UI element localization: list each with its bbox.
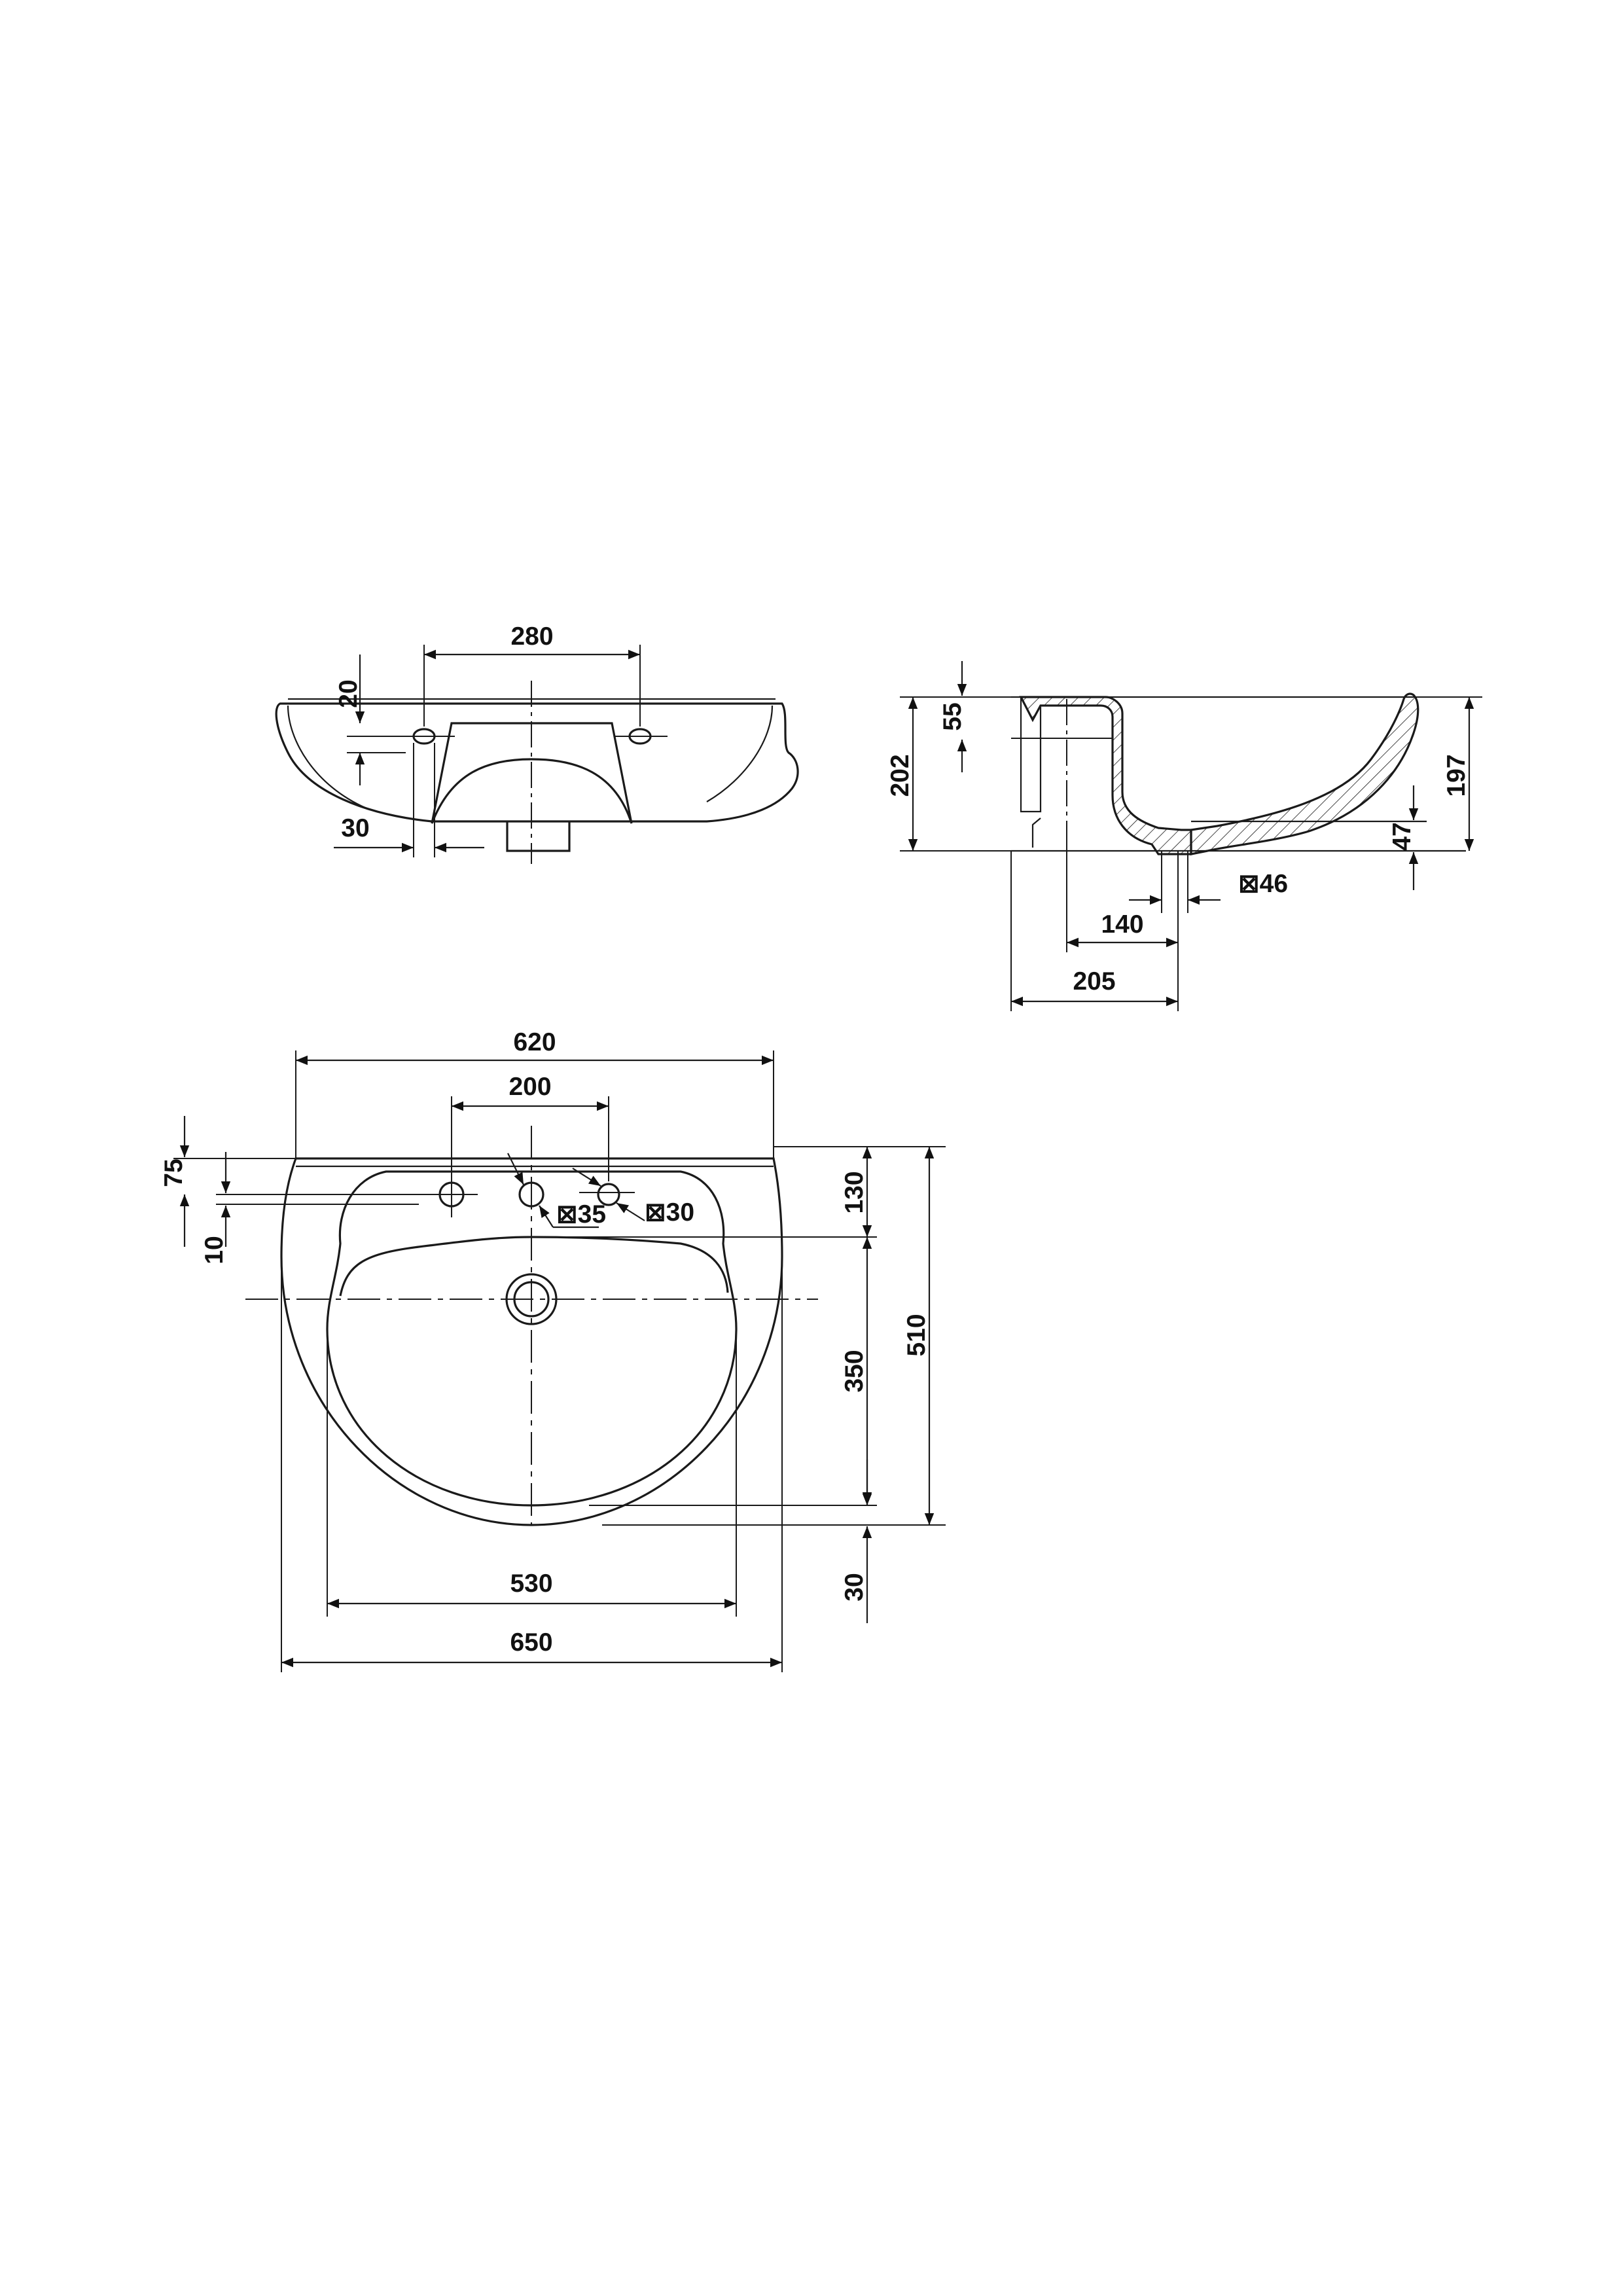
basin-well [339,1236,729,1297]
dim-label-75: 75 [160,1158,188,1187]
front-drain-spigot [506,821,571,852]
dim-label-47: 47 [1388,822,1416,850]
dim-label-55: 55 [938,702,967,730]
side-section-rim [1190,692,1419,855]
dim-label-10: 10 [200,1236,228,1264]
front-view: 280 20 30 [275,622,799,864]
dim-label-280: 280 [510,622,553,651]
dim-label-205: 205 [1073,967,1115,996]
dim-label-30-top: 30 [840,1573,868,1601]
dim-label-30-front: 30 [341,814,369,842]
dim-label-530: 530 [510,1570,552,1598]
tap-hole-right [597,1183,620,1206]
dim-label-650: 650 [510,1628,552,1657]
front-bowl-outline [275,702,799,823]
dim-label-202: 202 [886,754,914,797]
dim-label-200: 200 [508,1073,551,1101]
dim-label-140: 140 [1101,910,1143,939]
dim-label-diam30: ⊠30 [645,1198,694,1227]
side-section-view: 55 202 197 47 ⊠46 140 205 [886,661,1482,1011]
dim-label-510: 510 [902,1314,931,1356]
top-plan-view: 620 200 75 10 ⊠35 ⊠30 130 350 30 [160,1028,946,1672]
dim-label-130: 130 [840,1171,868,1213]
side-section-wall [1019,696,1192,855]
dim-label-350: 350 [840,1350,868,1392]
dim-label-diam35: ⊠35 [556,1200,606,1229]
dim-label-197: 197 [1442,754,1471,797]
dim-label-620: 620 [513,1028,556,1056]
dim-label-diam46: ⊠46 [1238,870,1288,898]
dim-label-20-front: 20 [334,679,363,708]
front-pedestal-notch [431,722,633,824]
